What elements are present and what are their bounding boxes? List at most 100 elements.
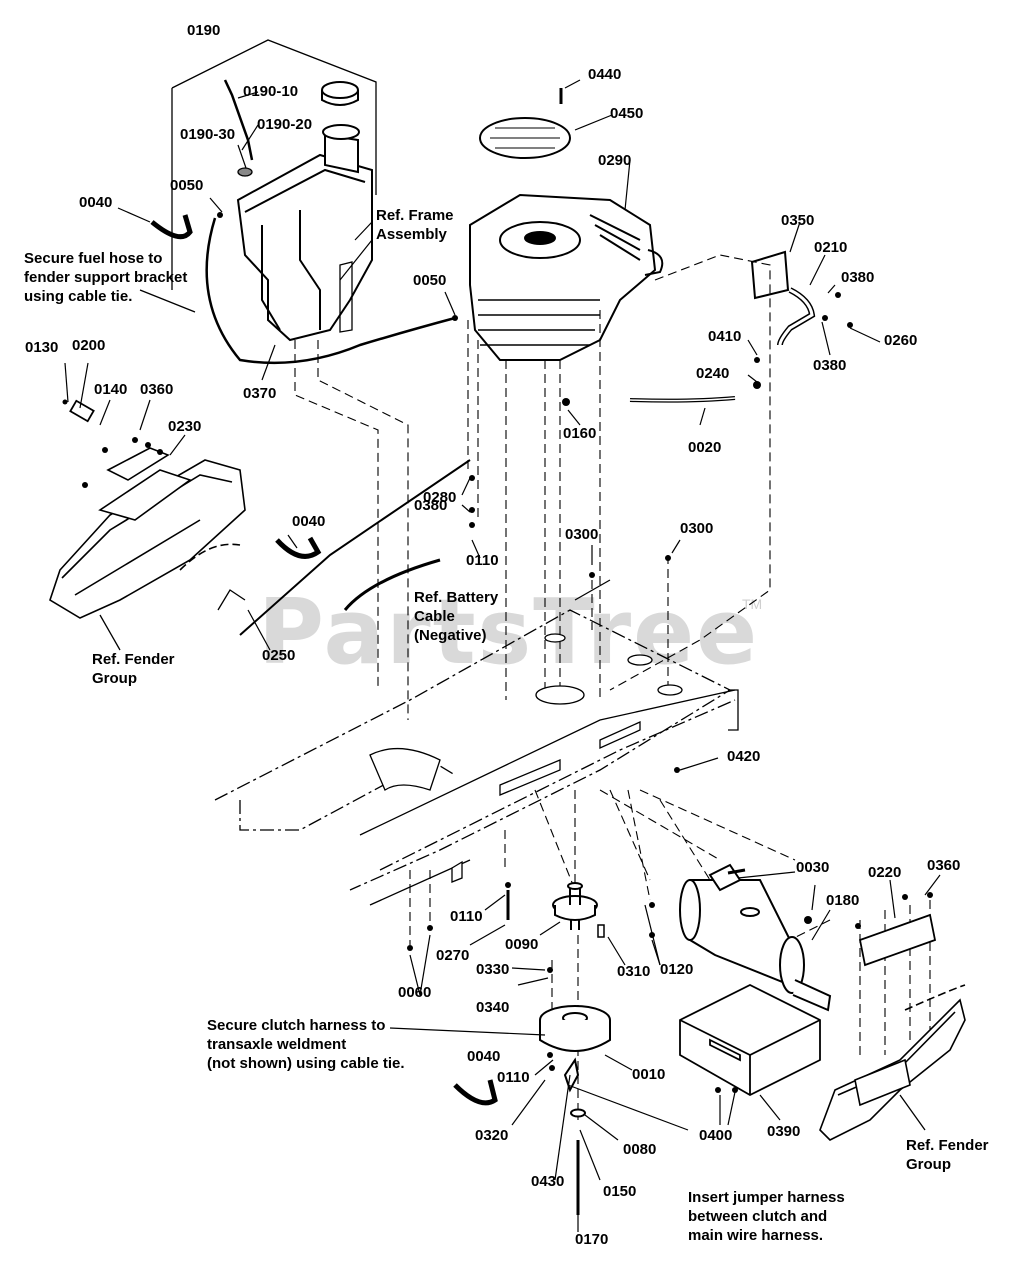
washer-0060-b: [427, 925, 433, 931]
air-filter-cover: [479, 117, 571, 159]
clip-0050-b: [452, 315, 458, 321]
clip-0180: [804, 916, 812, 924]
note-jumper-harness-line3: main wire harness.: [688, 1227, 824, 1244]
label-0280: 0280: [423, 489, 457, 506]
screw-0130: [62, 399, 68, 405]
label-0250: 0250: [262, 647, 296, 664]
label-0450: 0450: [610, 105, 644, 122]
label-0400: 0400: [699, 1127, 733, 1144]
label-0240: 0240: [696, 365, 730, 382]
note-battery-cable-line2: Cable: [414, 608, 455, 625]
fuel-line-0370: [205, 217, 456, 365]
label-0360-a: 0360: [140, 381, 174, 398]
note-battery-cable-line3: (Negative): [414, 627, 487, 644]
washer-0110: [469, 522, 475, 528]
screw-0360-a5: [82, 482, 88, 488]
bushing-0140: [69, 399, 95, 423]
elbow-0240: [753, 381, 761, 389]
fuel-hose-0020-inner: [629, 397, 736, 402]
label-0180: 0180: [826, 892, 860, 909]
right-fender: [819, 984, 966, 1141]
heat-shield-0390: [679, 983, 821, 1097]
bolt-0120-b: [649, 932, 655, 938]
label-0440: 0440: [588, 66, 622, 83]
label-0030: 0030: [796, 859, 830, 876]
label-0300-b: 0300: [680, 520, 714, 537]
note-secure-fuel-hose-line2: fender support bracket: [24, 269, 188, 286]
watermark: PartsTree: [258, 580, 760, 685]
tank-bracket: [339, 261, 353, 333]
label-0190: 0190: [187, 22, 221, 39]
label-0310: 0310: [617, 963, 651, 980]
label-0040-a: 0040: [79, 194, 113, 211]
label-0050-a: 0050: [170, 177, 204, 194]
vent-hose: [223, 79, 254, 161]
note-frame-assembly: Ref. Frame Assembly: [376, 206, 454, 244]
note-fender-left: Ref. Fender Group: [92, 650, 175, 688]
fuel-cap: [321, 81, 359, 99]
screw-0360-b3: [927, 892, 933, 898]
leader-fuel-hose-bracket: [217, 589, 246, 611]
label-0360-b: 0360: [927, 857, 961, 874]
label-0190-30: 0190-30: [180, 126, 236, 143]
engine: [469, 193, 664, 361]
label-0160: 0160: [563, 425, 597, 442]
bolt-0400-b: [732, 1087, 738, 1093]
bracket-0220: [858, 913, 937, 967]
note-secure-clutch-line1: Secure clutch harness to: [207, 1017, 386, 1034]
label-0230: 0230: [168, 418, 202, 435]
note-frame-assembly-line1: Ref. Frame: [376, 207, 454, 224]
label-0420: 0420: [727, 748, 761, 765]
note-fender-left-line1: Ref. Fender: [92, 651, 175, 668]
battery-cable: [343, 558, 441, 611]
label-0170: 0170: [575, 1231, 609, 1248]
label-0290: 0290: [598, 152, 632, 169]
note-jumper-harness-line2: between clutch and: [688, 1208, 828, 1225]
label-0090: 0090: [505, 936, 539, 953]
label-0350: 0350: [781, 212, 815, 229]
clamp-0040-c: [453, 1079, 498, 1106]
label-0130: 0130: [25, 339, 59, 356]
washer-0110-b: [505, 882, 511, 888]
hardware: [62, 212, 933, 1115]
washer-0110-c: [547, 1052, 553, 1058]
jumper-harness-0430: [563, 1057, 580, 1093]
left-fender: [49, 447, 246, 619]
label-0370: 0370: [243, 385, 277, 402]
label-0340: 0340: [476, 999, 510, 1016]
clamp-0040-b: [275, 536, 322, 559]
label-0140: 0140: [94, 381, 128, 398]
nut-0380-a: [835, 292, 841, 298]
label-0110-b: 0110: [450, 908, 483, 925]
bolt-0120-a: [649, 902, 655, 908]
note-fender-left-line2: Group: [92, 670, 137, 687]
bolt-0400-a: [715, 1087, 721, 1093]
clutch-0010: [539, 1005, 611, 1052]
label-0080: 0080: [623, 1141, 657, 1158]
label-0260: 0260: [884, 332, 918, 349]
label-0190-20: 0190-20: [257, 116, 313, 133]
note-secure-fuel-hose-line3: using cable tie.: [24, 288, 133, 305]
note-battery-cable: Ref. Battery Cable (Negative): [414, 588, 498, 645]
washer-0330: [547, 967, 553, 973]
label-0300-a: 0300: [565, 526, 599, 543]
label-0380-c: 0380: [414, 497, 448, 514]
clamp-0040-a: [150, 214, 193, 240]
leader-fender-left: [99, 614, 121, 651]
label-0430: 0430: [531, 1173, 565, 1190]
washer-0150: [573, 1111, 577, 1115]
label-0380-b: 0380: [813, 357, 847, 374]
screw-0360-a4: [102, 447, 108, 453]
label-0390: 0390: [767, 1123, 801, 1140]
note-fender-right-line1: Ref. Fender: [906, 1137, 989, 1154]
label-0190-10: 0190-10: [243, 83, 299, 100]
bolt-0320: [549, 1065, 555, 1071]
label-0040-c: 0040: [467, 1048, 501, 1065]
label-0320: 0320: [475, 1127, 509, 1144]
label-0270: 0270: [436, 947, 470, 964]
label-0020: 0020: [688, 439, 722, 456]
label-0010: 0010: [632, 1066, 666, 1083]
label-0110-c: 0110: [497, 1069, 530, 1086]
